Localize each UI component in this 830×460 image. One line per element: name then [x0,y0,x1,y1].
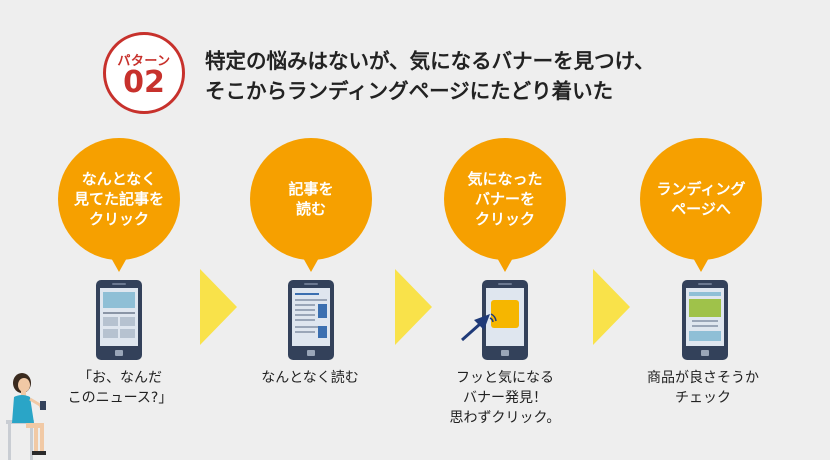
cursor-icon [461,313,497,342]
step-2-caption: なんとなく読む [261,370,359,386]
flow-arrow-2 [395,269,432,345]
phone-banner-icon [482,280,528,360]
step-3-bubble: 気になった バナーを クリック [444,138,566,272]
phone-news-icon [96,280,142,360]
flow-arrow-1 [200,269,237,345]
title-line-2: そこからランディングページにたどり着いた [205,79,614,103]
step-1-caption: 「お、なんだ このニュース?」 [67,370,173,406]
step-2-bubble: 記事を 読む [250,138,372,272]
pattern-number: 02 [123,65,165,100]
title-line-1: 特定の悩みはないが、気になるバナーを見つけ、 [205,49,655,73]
step-2-bubble-text: 記事を 読む [288,180,334,218]
step-3-caption: フッと気になる バナー発見！ 思わずクリック。 [449,370,561,426]
phone-article-icon [288,280,334,360]
page-title: 特定の悩みはないが、気になるバナーを見つけ、 そこからランディングページにたどり… [205,46,805,106]
step-4-caption: 商品が良さそうか チェック [647,370,759,406]
phone-landing-page-icon [682,280,728,360]
step-4-bubble-text: ランディング ページへ [656,180,746,218]
step-3-bubble-text: 気になった バナーを クリック [467,170,543,228]
step-1-bubble-text: なんとなく 見てた記事を クリック [73,170,164,228]
pattern-label: パターン [117,54,171,69]
pattern-badge: パターン 02 [103,32,185,114]
step-4-bubble: ランディング ページへ [640,138,762,272]
woman-reading-illustration [6,373,46,460]
step-1-bubble: なんとなく 見てた記事を クリック [58,138,180,272]
flow-arrow-3 [593,269,630,345]
